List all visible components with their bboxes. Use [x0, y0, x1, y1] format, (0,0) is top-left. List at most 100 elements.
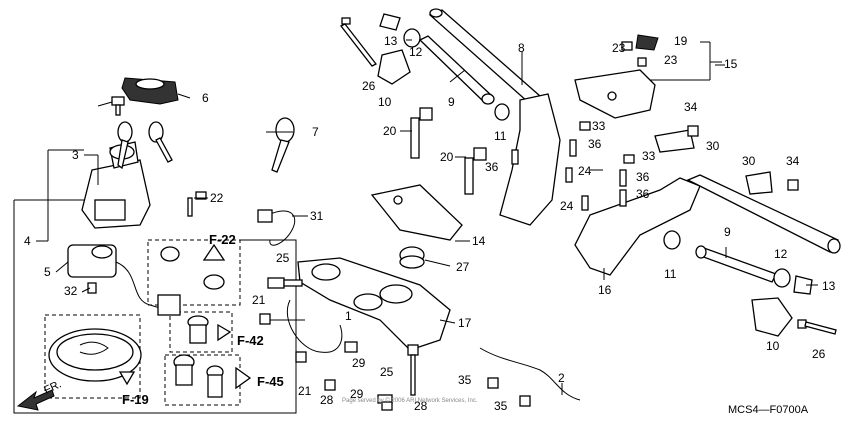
clip-28-upper [344, 341, 358, 353]
screw-21 [187, 191, 207, 217]
cap-6 [121, 77, 179, 105]
bolt-23a [565, 167, 573, 183]
bolt-24-lower [407, 344, 419, 396]
callout-9b: 9 [724, 225, 731, 239]
diagram-code: MCS4—F0700A [728, 404, 809, 416]
callout-27a: 28 [320, 393, 334, 407]
bracket-15 [574, 69, 656, 119]
collar-10-lower [751, 297, 793, 337]
callout-14: 14 [472, 234, 486, 248]
screw-33-upper [687, 125, 699, 137]
wire-30 [267, 210, 296, 246]
callout-22a: 23 [612, 41, 626, 55]
callout-19a: 20 [383, 124, 397, 138]
ref-f45: F-45 [257, 374, 284, 389]
callout-5: 5 [44, 265, 51, 279]
nut-27-lower [381, 401, 393, 411]
callout-35c: 36 [636, 170, 650, 184]
cap-32-lower [623, 154, 635, 164]
callout-24a: 25 [276, 251, 290, 265]
callout-10a: 10 [378, 95, 392, 109]
callout-25a: 26 [362, 79, 376, 93]
keys-3 [117, 121, 173, 170]
callout-1: 1 [345, 309, 352, 323]
callout-12b: 12 [774, 247, 788, 261]
box-f42 [169, 311, 233, 353]
callout-32b: 33 [642, 149, 656, 163]
bolt-19-upper [410, 107, 433, 159]
callout-29b: 30 [742, 154, 756, 168]
callout-3: 3 [72, 148, 79, 162]
callout-24b: 25 [380, 365, 394, 379]
cap-32-upper [579, 121, 591, 131]
handlebar-left-8 [428, 8, 561, 226]
callout-13b: 13 [822, 279, 836, 293]
f22-parts [160, 243, 226, 290]
clip-13-lower [793, 275, 813, 295]
callout-26: 27 [456, 260, 470, 274]
bolt-25-lower [797, 319, 837, 335]
callout-19b: 20 [440, 150, 454, 164]
clamp-29-upper [654, 129, 695, 153]
callout-27b: 28 [414, 399, 428, 413]
watermark: Page served by © 2006 ARI Network Servic… [342, 397, 478, 404]
callout-31: 32 [64, 284, 78, 298]
callout-23a: 24 [578, 164, 592, 178]
collar-10-top [377, 49, 411, 85]
callout-20a: 21 [252, 293, 266, 307]
screw-22a [621, 41, 633, 51]
bolt-35c [619, 169, 627, 187]
callout-30: 31 [310, 209, 324, 223]
axle-9-lower [695, 245, 777, 283]
fuel-cap-f19 [48, 328, 142, 386]
front-arrow [16, 389, 55, 411]
ref-f19: F-19 [122, 392, 149, 407]
screw-36 [111, 96, 125, 116]
callout-10b: 10 [766, 339, 780, 353]
f45-parts [173, 354, 252, 398]
screw-34b [519, 395, 531, 407]
callout-15: 15 [724, 57, 738, 71]
ref-f42: F-42 [237, 333, 264, 348]
callout-4: 4 [24, 234, 31, 248]
callout-9a: 9 [448, 95, 455, 109]
callout-8: 8 [518, 41, 525, 55]
bolt-19-lower [464, 147, 487, 195]
callout-29a: 30 [706, 139, 720, 153]
callout-25b: 26 [812, 347, 826, 361]
nut-12-lower [773, 268, 791, 288]
callout-33a: 34 [684, 100, 698, 114]
box-f22 [147, 239, 241, 306]
leader-lines [36, 39, 818, 395]
box-f45 [164, 354, 241, 406]
callout-17: 17 [458, 316, 472, 330]
bolt-20-upper [259, 313, 271, 325]
ref-f22: F-22 [209, 232, 236, 247]
callout-28a: 29 [352, 356, 366, 370]
callout-6: 6 [202, 91, 209, 105]
callout-35d: 36 [636, 187, 650, 201]
hose-1 [286, 299, 343, 353]
callout-23b: 24 [560, 199, 574, 213]
top-bridge-17 [297, 257, 451, 351]
callout-12a: 12 [409, 45, 423, 59]
callout-34a: 35 [458, 373, 472, 387]
bolt-35a [569, 139, 577, 157]
screw-22b [637, 57, 647, 67]
axle-9-top [418, 35, 495, 105]
clip-18 [635, 34, 659, 51]
callout-11a: 11 [494, 129, 507, 143]
callout-35a: 36 [588, 137, 602, 151]
nut-26 [399, 246, 425, 269]
bolt-25 [340, 17, 377, 67]
nut-12-top [403, 28, 421, 48]
screw-31 [87, 282, 97, 294]
callout-16: 16 [598, 283, 612, 297]
callout-labels: 1 2 3 4 5 6 7 8 9 9 10 10 11 11 12 12 13… [24, 34, 836, 413]
f42-parts [187, 315, 232, 344]
switch-5 [67, 244, 181, 316]
screw-34a [487, 377, 499, 389]
callout-33b: 34 [786, 154, 800, 168]
